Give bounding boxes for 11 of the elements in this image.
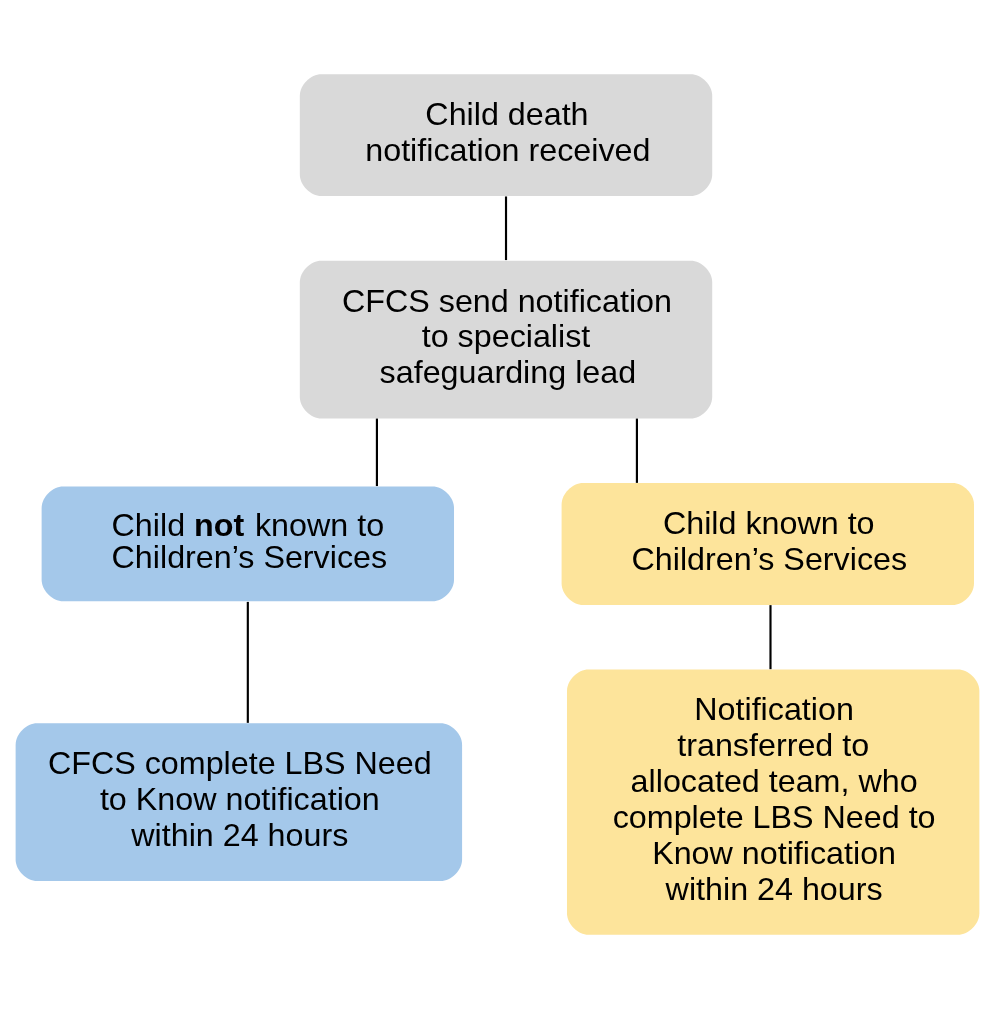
- connector: [504, 196, 508, 261]
- connector: [375, 418, 378, 487]
- connector: [635, 418, 638, 483]
- node-box: CFCS send notification to specialist safeguarding lead: [299, 260, 713, 419]
- node-box: CFCS complete LBS Need to Know notification within 24 hours: [15, 723, 463, 882]
- connector: [769, 605, 772, 670]
- node-box: Child not known to Children’s Services: [41, 486, 454, 602]
- connector: [246, 601, 249, 723]
- node-box: Child known to Children’s Services: [561, 483, 974, 605]
- node-box: Child death notification received: [299, 74, 713, 197]
- node-box: Notification transferred to allocated team, who complete LBS Need to Know notification within 24 hours: [567, 669, 980, 935]
